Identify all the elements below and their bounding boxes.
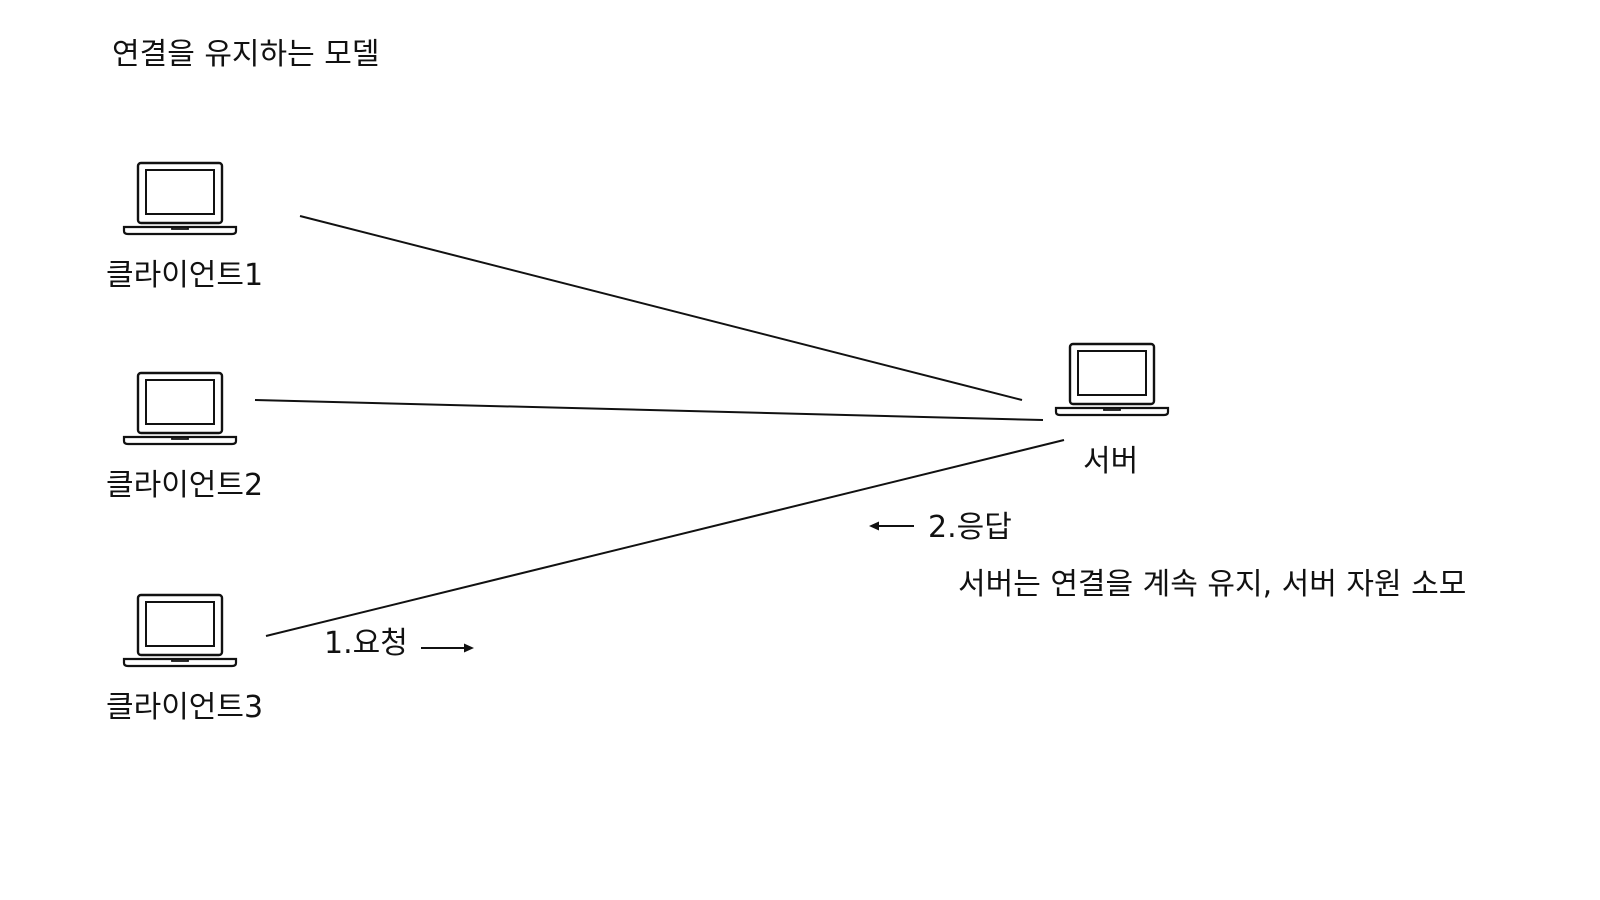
client1-label: 클라이언트1 <box>106 258 264 293</box>
client2-laptop-icon <box>122 371 238 446</box>
server-label: 서버 <box>1083 444 1139 479</box>
edge-client1-server <box>299 215 1023 401</box>
client1-laptop-icon <box>122 161 238 236</box>
response-label: 2.응답 <box>928 510 1012 545</box>
request-label: 1.요청 <box>324 626 408 661</box>
client3-label: 클라이언트3 <box>106 690 264 725</box>
request-arrow-icon <box>421 643 474 653</box>
edge-client2-server <box>254 399 1044 421</box>
diagram-title: 연결을 유지하는 모델 <box>112 37 380 72</box>
server-note: 서버는 연결을 계속 유지, 서버 자원 소모 <box>958 567 1467 602</box>
client2-label: 클라이언트2 <box>106 468 264 503</box>
client3-laptop-icon <box>122 593 238 668</box>
server-laptop-icon <box>1054 342 1170 417</box>
edge-client3-server <box>265 439 1065 637</box>
response-arrow-icon <box>869 521 914 531</box>
